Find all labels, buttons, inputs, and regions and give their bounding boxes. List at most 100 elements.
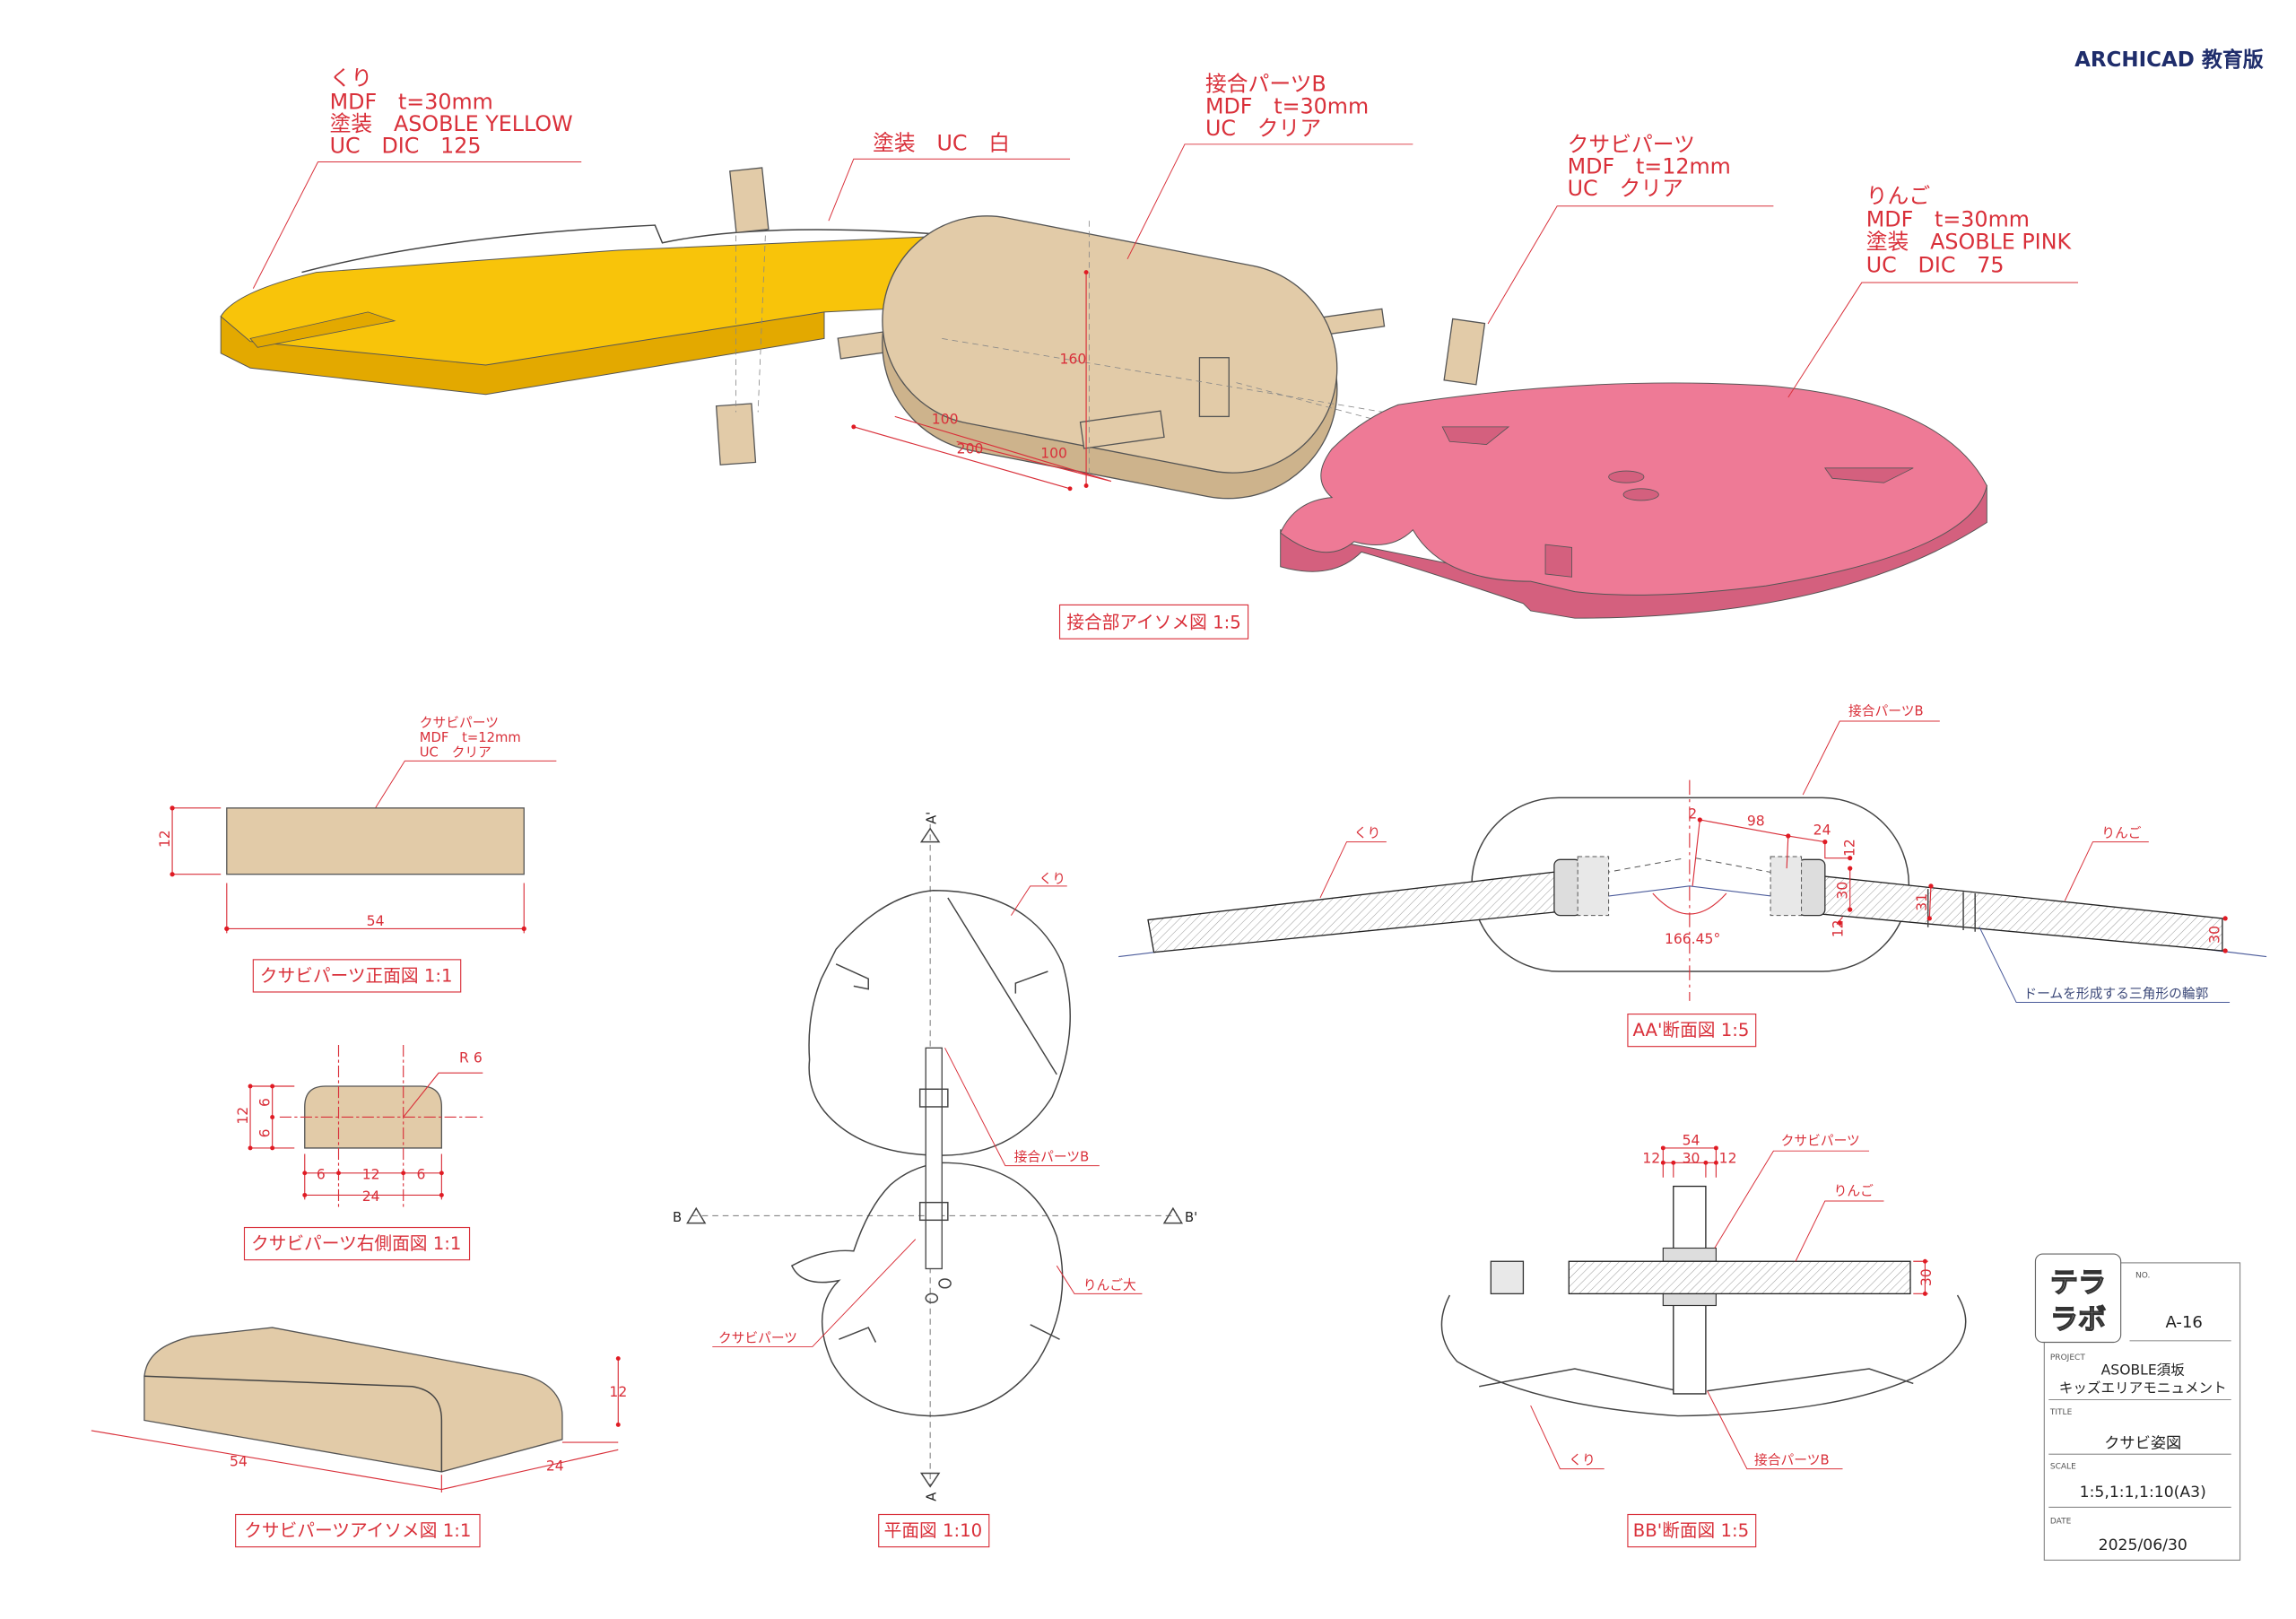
annotation-text: 塗装 ASOBLE YELLOW xyxy=(330,111,573,136)
drawing-line xyxy=(1703,1160,1709,1165)
kusabi-peg xyxy=(1443,318,1486,386)
drawing-line xyxy=(1440,1294,1967,1417)
annotation-text: MDF t=12mm xyxy=(1568,154,1731,179)
bb-section: 54 12 30 12 30 クサビパーツ りんご くり 接合パーツB BB'断… xyxy=(1440,1133,1967,1548)
drawing-line xyxy=(1126,144,1413,260)
drawing-line xyxy=(2222,948,2228,953)
drawing-line xyxy=(835,897,1060,1343)
drawing-line xyxy=(252,959,462,993)
drawing-line xyxy=(615,1422,621,1427)
drawing-line xyxy=(170,805,175,811)
callout-ringo: りんご MDF t=30mm 塗装 ASOBLE PINK UC DIC 75 xyxy=(1787,183,2079,398)
annotation-text: MDF t=12mm xyxy=(420,730,521,745)
front-view-title: クサビパーツ正面図 1:1 xyxy=(260,965,453,986)
drawing-line xyxy=(1795,1200,1884,1262)
drawing-line xyxy=(1848,907,1853,912)
drawing-line xyxy=(91,1358,619,1493)
kusabi-peg xyxy=(729,167,770,234)
kuri-board xyxy=(220,234,958,366)
annotation-text: PROJECT xyxy=(2050,1354,2085,1362)
drawing-line xyxy=(270,1084,275,1089)
annotation-text: 塗装 UC 白 xyxy=(873,130,1010,155)
drawing-line xyxy=(170,872,175,877)
drawing-line xyxy=(918,1088,949,1108)
annotation-text: SCALE xyxy=(2050,1463,2076,1472)
drawing-line xyxy=(1662,1293,1717,1307)
annotation-text: くり xyxy=(1354,826,1381,841)
drawing-line xyxy=(2064,841,2149,901)
annotation-text: 12 xyxy=(1642,1150,1660,1166)
kuri-ghost-outline xyxy=(301,224,957,274)
drawing-line xyxy=(1786,833,1791,839)
drawing-line xyxy=(1627,1513,1757,1548)
drawing-line xyxy=(944,1048,1100,1167)
annotation-text: UC DIC 75 xyxy=(1866,253,2005,278)
kusabi-front-shape xyxy=(226,807,525,875)
drawing-line xyxy=(1660,1145,1665,1151)
annotation-text: 98 xyxy=(1747,814,1765,830)
annotation-text: TITLE xyxy=(2049,1408,2073,1417)
drawing-line xyxy=(1067,486,1073,492)
drawing-line xyxy=(1577,856,1610,917)
drawing-line xyxy=(1487,205,1774,325)
iso-view-title-box xyxy=(1058,604,1249,640)
drawing-line xyxy=(1083,483,1089,488)
section-mark-a: A xyxy=(925,1493,940,1501)
joint-b-plan xyxy=(925,1047,943,1270)
ringo-section xyxy=(1804,873,2223,952)
drawing-line xyxy=(828,158,1071,222)
drawing-line xyxy=(1604,857,1774,874)
drawing-date: 2025/06/30 xyxy=(2099,1536,2187,1554)
title-block: テラ ラボ NO. A-16 PROJECT ASOBLE須坂 キッズエリアモニ… xyxy=(2034,1253,2241,1561)
annotation-text: 12 xyxy=(1719,1150,1737,1166)
annotation-text: りんご大 xyxy=(1083,1277,1136,1293)
drawing-line xyxy=(375,760,557,809)
annotation-text: 6 xyxy=(317,1166,326,1182)
annotation-text: 2 xyxy=(1688,805,1697,822)
annotation-text: 6 xyxy=(257,1098,273,1107)
dim-54: 54 xyxy=(367,913,385,929)
aa-section-title: AA'断面図 1:5 xyxy=(1633,1020,1750,1040)
annotation-text: 接合パーツB xyxy=(1014,1150,1090,1165)
drawing-line xyxy=(1479,1368,1914,1392)
drawing-line xyxy=(1083,270,1089,275)
ringo-hole xyxy=(1622,488,1659,501)
annotation-text: 24 xyxy=(362,1188,380,1205)
dim-200: 200 xyxy=(957,440,984,457)
drawing-line xyxy=(1926,916,1932,921)
joint-b-board xyxy=(882,215,1338,474)
annotation-text: 31 xyxy=(1914,893,1930,911)
ringo-side-face xyxy=(1280,484,1987,619)
kusabi-iso-shape xyxy=(144,1327,563,1473)
drawing-line xyxy=(851,424,857,430)
drawing-line xyxy=(1770,856,1803,917)
drawing-line xyxy=(302,1171,308,1176)
annotation-text: 接合パーツB xyxy=(1205,72,1326,97)
drawing-line xyxy=(925,1293,939,1303)
drawing-scale: 1:5,1:1,1:10(A3) xyxy=(2080,1484,2206,1501)
annotation-text: りんご xyxy=(1834,1183,1874,1198)
drawing-line xyxy=(1697,817,1702,823)
callout-kusabi: クサビパーツ MDF t=12mm UC クリア xyxy=(1487,132,1774,325)
drawing-line xyxy=(252,161,582,289)
iso-view-title: 接合部アイソメ図 1:5 xyxy=(1066,613,1240,633)
drawing-line xyxy=(1787,282,2079,398)
annotation-text: 24 xyxy=(1813,822,1831,838)
annotation-text: UC クリア xyxy=(1568,176,1683,201)
annotation-text: 12 xyxy=(1842,839,1858,857)
ringo-outline xyxy=(790,1162,1064,1417)
drawing-line xyxy=(1837,920,1842,926)
drawing-line xyxy=(270,1114,275,1119)
annotation-text: 12 xyxy=(362,1166,380,1182)
project-name: キッズエリアモニュメント xyxy=(2059,1380,2227,1396)
annotation-text: MDF t=30mm xyxy=(1866,207,2030,232)
radius-label: R 6 xyxy=(459,1050,483,1066)
drawing-line xyxy=(1713,1145,1718,1151)
annotation-text: 6 xyxy=(257,1129,273,1138)
iso-joint-view: 160 100 200 100 くり MDF t=30mm 塗装 ASOBLE … xyxy=(220,65,2079,640)
drawing-line xyxy=(1707,1390,1843,1470)
drawing-line xyxy=(1010,885,1067,916)
annotation-text: クサビパーツ xyxy=(420,716,499,731)
drawing-title: クサビ姿図 xyxy=(2104,1435,2181,1453)
